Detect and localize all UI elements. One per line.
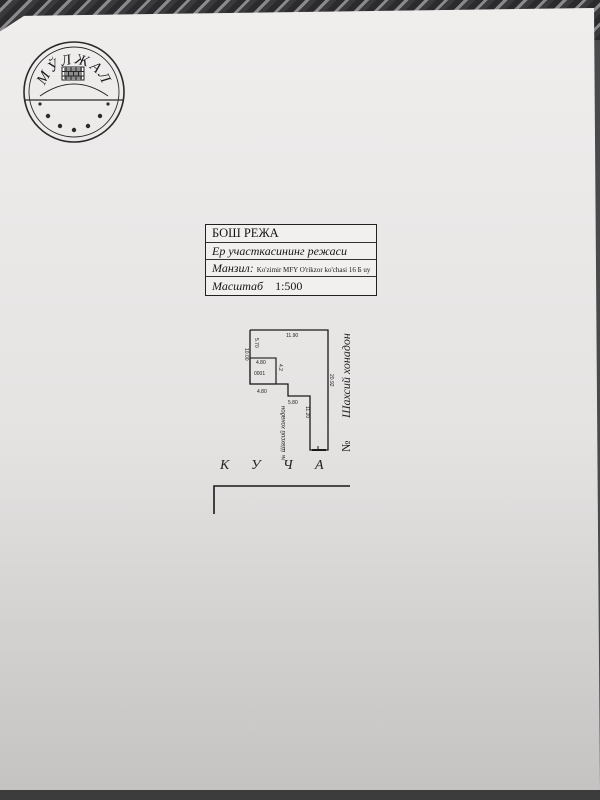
building-id: 0001 [254, 371, 265, 377]
document-page [0, 8, 600, 790]
title-row-heading: БОШ РЕЖА [206, 225, 376, 243]
dim-right: 20.92 [328, 374, 334, 387]
title-block: БОШ РЕЖА Ер участкасининг режаси Манзил:… [205, 224, 377, 296]
dim-building-top: 4.80 [256, 360, 266, 366]
dim-left-upper: 5.70 [253, 338, 259, 348]
site-plan: 11.90 5.70 10.00 4.80 4.2 0001 4.80 5.80… [228, 318, 368, 518]
street-line [213, 485, 350, 514]
dim-left-total: 10.00 [243, 348, 249, 361]
dim-step: 5.80 [288, 400, 298, 406]
neighbor-left-number: № [281, 455, 287, 460]
dim-building-right: 4.2 [277, 364, 283, 371]
scale-label: Масштаб [212, 279, 264, 293]
neighbor-right-label: Шахсий хонадон [339, 333, 353, 419]
neighbor-right-number: № [339, 441, 353, 452]
dim-top: 11.90 [286, 333, 298, 339]
neighbor-left-label: Шахсий хонадон [280, 405, 287, 452]
neighbor-right: Шахсий хонадон № [339, 333, 353, 452]
dim-building-bottom: 4.80 [257, 389, 267, 395]
title-row-subtitle: Ер участкасининг режаси [206, 243, 376, 260]
stamp-logo: МЎЛЖАЛ [20, 38, 128, 146]
plan-subtitle: Ер участкасининг режаси [212, 244, 347, 258]
scale-value: 1:500 [275, 279, 303, 293]
dim-inner-vertical: 11.20 [304, 406, 310, 418]
street-letter-3: Ч [283, 458, 293, 473]
address-value: Ko'zimir MFY O'rikzor ko'chasi 16 Б uy [256, 266, 371, 274]
plan-heading: БОШ РЕЖА [212, 226, 279, 240]
address-label: Манзил: [212, 261, 254, 275]
title-row-scale: Масштаб 1:500 [206, 277, 376, 295]
brick-emblem-icon [61, 66, 85, 81]
street-letter-1: К [220, 458, 230, 473]
street-letter-2: У [251, 458, 261, 473]
title-row-address: Манзил:Ko'zimir MFY O'rikzor ko'chasi 16… [206, 260, 376, 277]
street-letter-4: А [315, 458, 324, 473]
